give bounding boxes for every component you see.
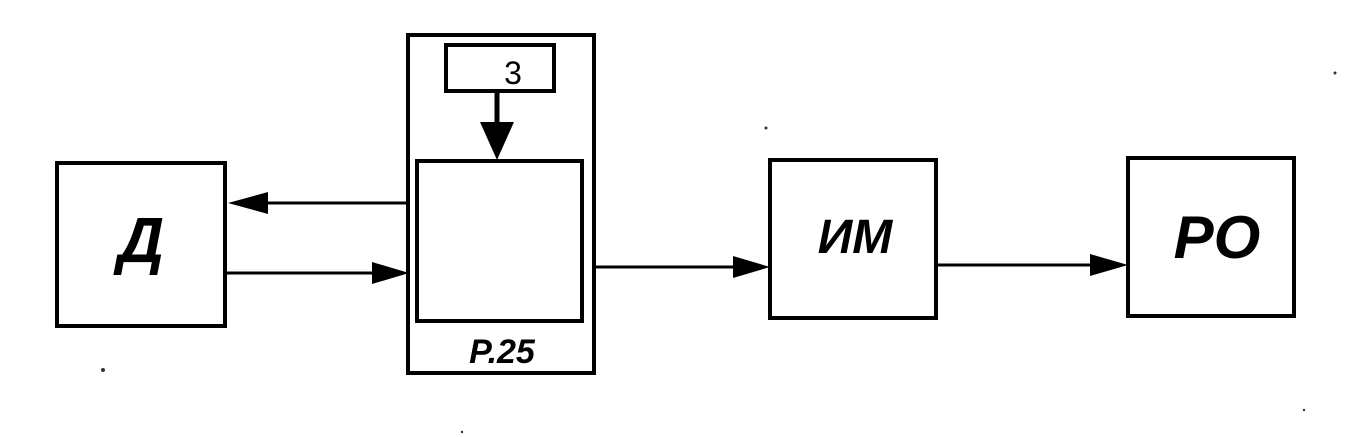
scan-speck bbox=[460, 430, 464, 434]
scan-speck bbox=[101, 368, 105, 372]
regulating-organ-block bbox=[1126, 156, 1296, 318]
regulator-core bbox=[415, 159, 584, 323]
setpoint-block bbox=[444, 43, 556, 93]
actuator-block bbox=[768, 158, 938, 320]
setpoint-label: 3 bbox=[504, 55, 522, 91]
sensor-block bbox=[55, 161, 227, 328]
scan-speck bbox=[764, 126, 768, 130]
setpoint-arrow-head bbox=[480, 122, 514, 160]
feedback-arrow-head bbox=[228, 192, 268, 214]
scan-speck bbox=[1333, 71, 1337, 75]
control-arrow-head bbox=[733, 256, 770, 278]
drive-arrow-head bbox=[1090, 254, 1128, 276]
regulator-label: Р.25 bbox=[469, 333, 536, 371]
actuator-label: ИМ bbox=[818, 211, 894, 264]
scan-speck bbox=[1302, 408, 1306, 412]
sensor-label: Д bbox=[113, 204, 164, 276]
signal-arrow-head bbox=[372, 262, 409, 284]
regulating-organ-label: РО bbox=[1174, 204, 1261, 271]
